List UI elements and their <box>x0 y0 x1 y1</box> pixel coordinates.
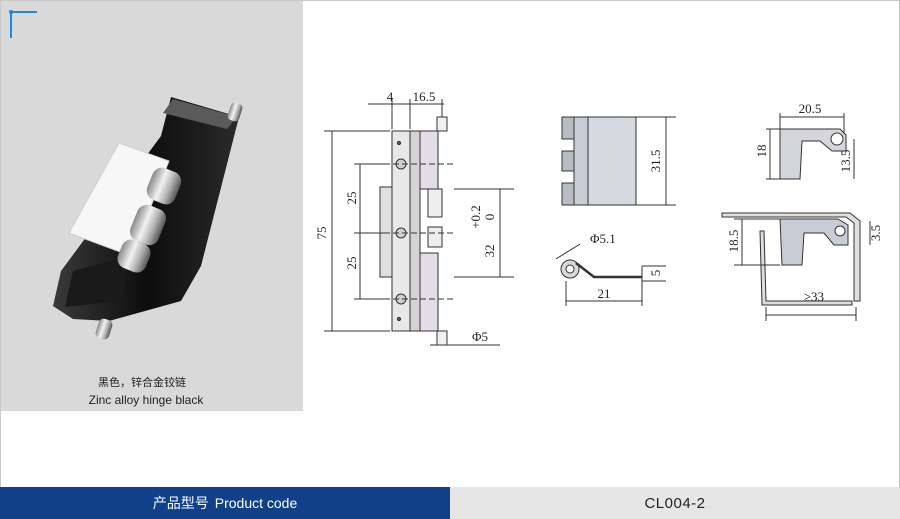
dim-top-16-5: 16.5 <box>413 89 436 104</box>
front-view <box>324 99 514 346</box>
product-code-label: 产品型号 Product code <box>0 487 450 519</box>
technical-drawing: 4 16.5 75 25 25 +0.2 0 32 Φ5 31.5 Φ5.1 2… <box>314 89 883 346</box>
dim-side-height: 31.5 <box>648 150 663 173</box>
dim-pitch-lower: 25 <box>344 257 359 270</box>
dim-profile-offset: 13.5 <box>838 150 853 173</box>
hinge-photo <box>53 97 243 340</box>
dim-profile-height: 18 <box>754 145 769 158</box>
dim-pitch-upper: 25 <box>344 192 359 205</box>
profile-installed-view <box>721 212 871 321</box>
profile-top-view <box>766 113 855 180</box>
spring-view <box>555 243 666 306</box>
technical-drawing-area: 4 16.5 75 25 25 +0.2 0 32 Φ5 31.5 Φ5.1 2… <box>304 1 899 411</box>
dim-profile-width: 20.5 <box>799 101 822 116</box>
dim-pin-diameter: Φ5 <box>472 329 488 344</box>
dim-installed-offset: 3.5 <box>868 225 883 241</box>
caption-chinese: 黑色，锌合金铰链 <box>98 376 186 389</box>
dim-spring-diameter: Φ5.1 <box>590 231 616 246</box>
dim-height-75: 75 <box>314 227 329 240</box>
corner-mark-icon <box>9 10 37 38</box>
dim-spring-height: 5 <box>648 270 663 277</box>
side-view <box>561 116 676 206</box>
dim-knuckle-32: 32 <box>482 245 497 258</box>
product-code-label-cn: 产品型号 <box>152 495 209 511</box>
dim-tolerance-plus: +0.2 <box>468 205 483 229</box>
dim-spring-length: 21 <box>598 286 611 301</box>
dim-tolerance-zero: 0 <box>482 214 497 221</box>
product-photo-panel: 黑色，锌合金铰链 Zinc alloy hinge black <box>1 1 303 411</box>
dim-installed-min-length: ≥33 <box>804 289 824 304</box>
product-code-label-en: Product code <box>214 495 298 511</box>
dim-installed-height: 18.5 <box>726 230 741 253</box>
caption-english: Zinc alloy hinge black <box>88 393 204 407</box>
product-code-value: CL004-2 <box>450 487 900 519</box>
dim-top-4: 4 <box>387 89 394 104</box>
